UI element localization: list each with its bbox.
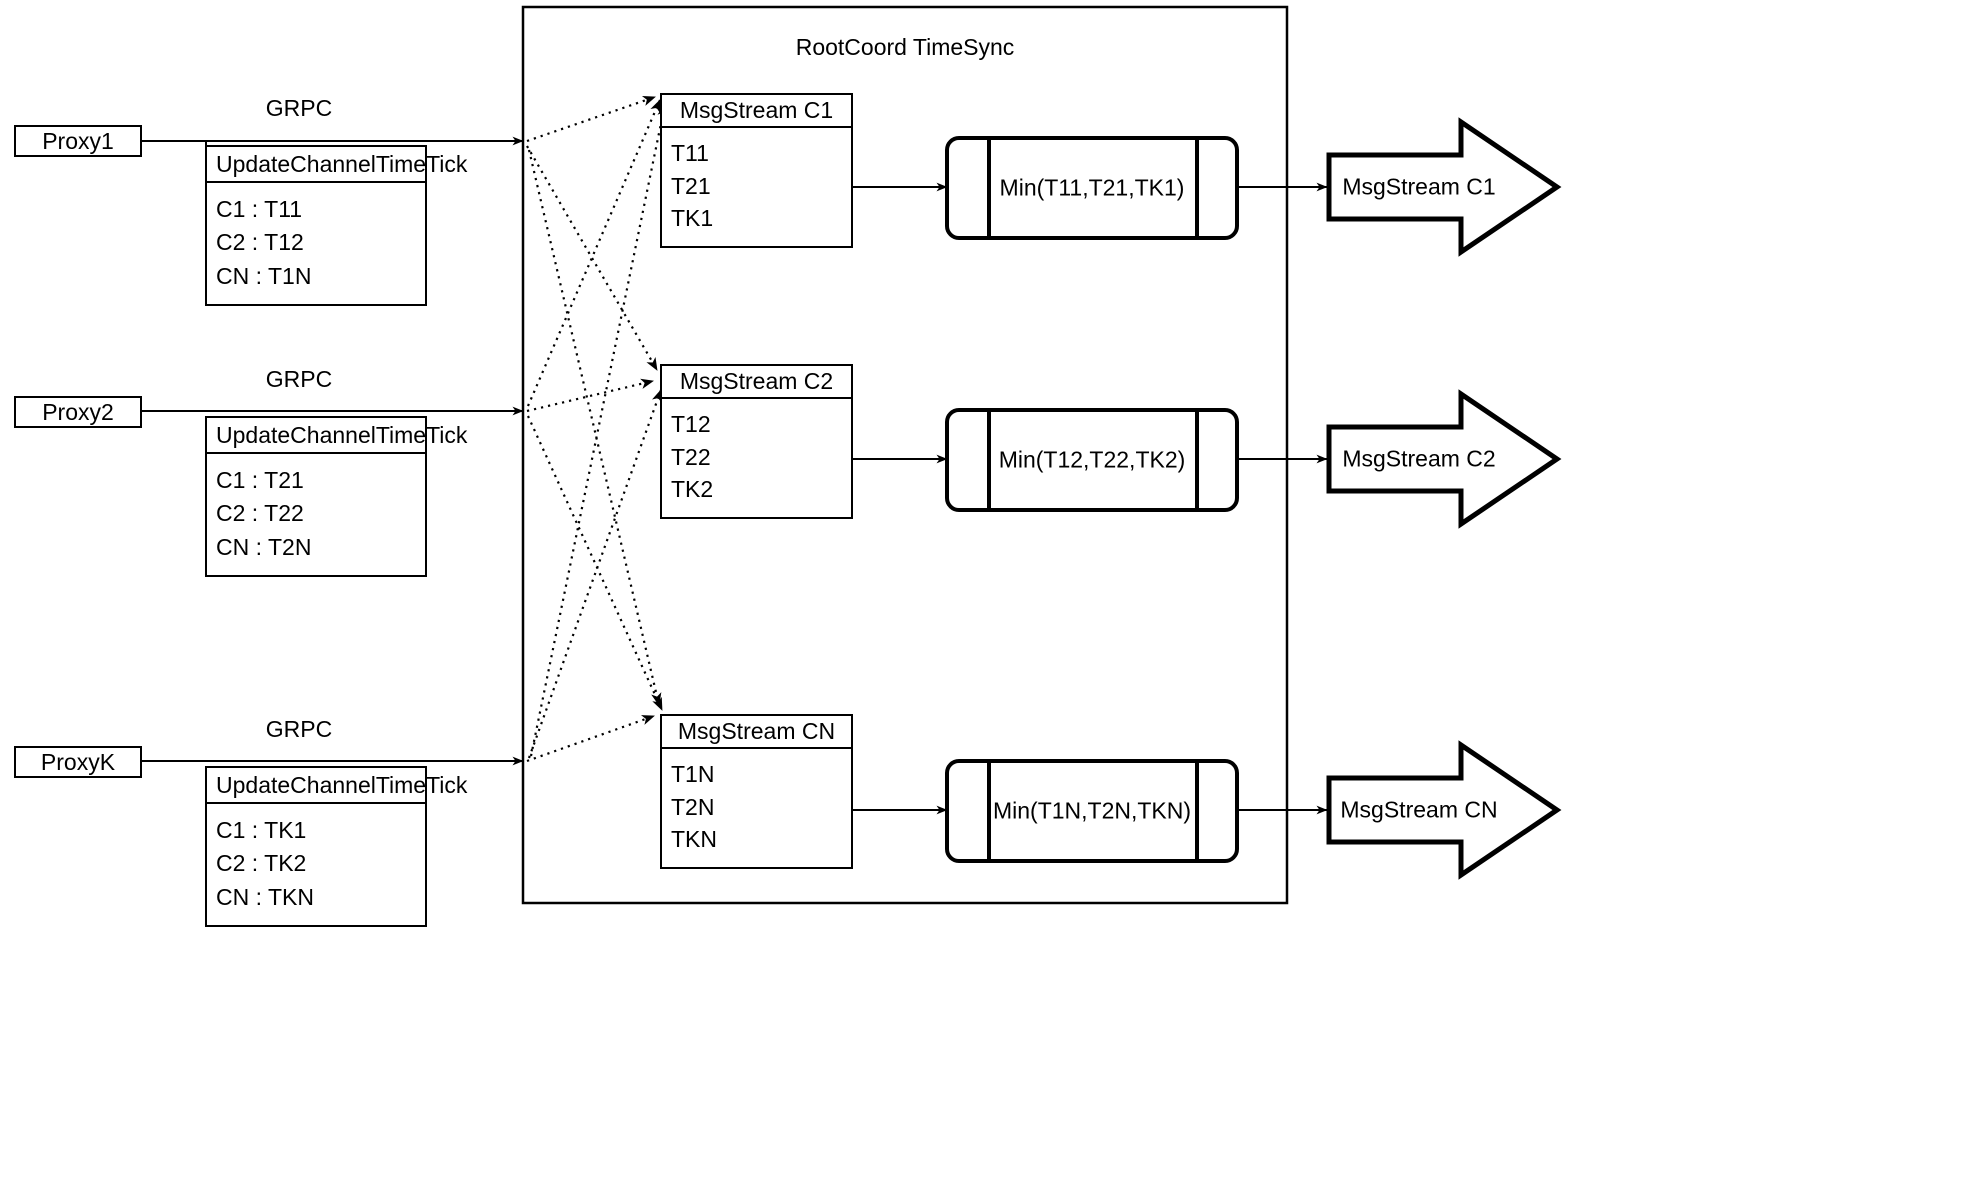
timetick-table-header: UpdateChannelTimeTick [207, 768, 467, 804]
timetick-fanout [526, 95, 668, 763]
timetick-row: C1 : TK1 [216, 816, 307, 843]
msgstream-tick: T2N [671, 793, 715, 820]
msgstream-table-c2: MsgStream C2 T12 T22 TK2 [660, 364, 853, 519]
proxy-label: Proxy2 [42, 398, 114, 425]
timetick-row: C1 : T11 [216, 195, 303, 222]
output-label: MsgStream C1 [1342, 173, 1496, 200]
fan-p2-c1 [526, 99, 662, 407]
output-block-arrow-3 [1326, 740, 1562, 880]
output-arrow-1: MsgStream C1 [1329, 122, 1557, 252]
output-block-arrow-2 [1326, 389, 1562, 529]
min-label: Min(T1N,T2N,TKN) [992, 797, 1192, 824]
msgstream-header: MsgStream CN [662, 716, 851, 749]
msgstream-tick: T12 [671, 410, 711, 437]
output-label: MsgStream CN [1340, 796, 1498, 823]
msgstream-tick: TKN [671, 826, 717, 853]
fan-pk-c2 [527, 389, 663, 759]
msgstream-tick: TK1 [671, 205, 714, 232]
grpc-label-3: GRPC [265, 716, 333, 742]
timetick-row: C1 : T21 [216, 466, 304, 493]
proxy-box-proxy2[interactable]: Proxy2 [14, 396, 142, 428]
fan-pk-cn [526, 714, 655, 763]
min-process-3 [945, 759, 1239, 863]
timetick-row: CN : T1N [216, 262, 312, 289]
timetick-table-proxy2: UpdateChannelTimeTick C1 : T21 C2 : T22 … [205, 416, 467, 577]
timetick-table-header: UpdateChannelTimeTick [207, 147, 467, 183]
proxy-box-proxy1[interactable]: Proxy1 [14, 125, 142, 157]
fan-p1-cn [527, 149, 662, 706]
msgstream-header: MsgStream C1 [662, 95, 851, 128]
proxy-box-proxyk[interactable]: ProxyK [14, 746, 142, 778]
msgstream-tick: T21 [671, 172, 711, 199]
timetick-table-header: UpdateChannelTimeTick [207, 418, 467, 454]
output-arrow-2: MsgStream C2 [1329, 394, 1557, 524]
msgstream-tick: T22 [671, 443, 711, 470]
timetick-row: C2 : T22 [216, 500, 304, 526]
proxy-label: Proxy1 [42, 127, 114, 154]
min-box-2: Min(T12,T22,TK2) [947, 410, 1237, 510]
fan-p2-cn [526, 415, 664, 711]
grpc-label-1: GRPC [265, 95, 333, 121]
msgstream-header: MsgStream C2 [662, 366, 851, 399]
min-box-1: Min(T11,T21,TK1) [947, 138, 1237, 238]
msgstream-tick: TK2 [671, 476, 714, 503]
msgstream-tick: T11 [671, 139, 709, 166]
output-arrow-3: MsgStream CN [1329, 745, 1557, 875]
proxy-label: ProxyK [40, 748, 116, 775]
min-label: Min(T11,T21,TK1) [999, 174, 1185, 201]
min-process-2 [945, 408, 1239, 512]
fan-p1-c2 [526, 145, 658, 371]
msgstream-tick: T1N [671, 760, 715, 787]
timetick-table-proxyk: UpdateChannelTimeTick C1 : TK1 C2 : TK2 … [205, 766, 467, 927]
timetick-row: CN : T2N [216, 533, 312, 560]
timetick-row: C2 : TK2 [216, 850, 307, 876]
rootcoord-container [521, 5, 1289, 905]
min-process-1 [945, 136, 1239, 240]
timetick-table-proxy1: UpdateChannelTimeTick C1 : T11 C2 : T12 … [205, 145, 467, 306]
grpc-label-2: GRPC [265, 366, 333, 392]
proxy1-grpc-line [142, 136, 524, 147]
timetick-row: CN : TKN [216, 883, 314, 910]
rootcoord-title: RootCoord TimeSync [795, 34, 1015, 60]
fan-pk-c1 [529, 103, 668, 757]
msgstream-table-c1: MsgStream C1 T11 T21 TK1 [660, 93, 853, 248]
fan-p2-c2 [526, 378, 654, 413]
output-block-arrow-1 [1326, 117, 1562, 257]
output-label: MsgStream C2 [1342, 445, 1496, 472]
min-label: Min(T12,T22,TK2) [998, 446, 1186, 473]
msgstream-table-cn: MsgStream CN T1N T2N TKN [660, 714, 853, 869]
fan-p1-c1 [526, 95, 656, 143]
timetick-row: C2 : T12 [216, 229, 304, 255]
min-box-3: Min(T1N,T2N,TKN) [947, 761, 1237, 861]
